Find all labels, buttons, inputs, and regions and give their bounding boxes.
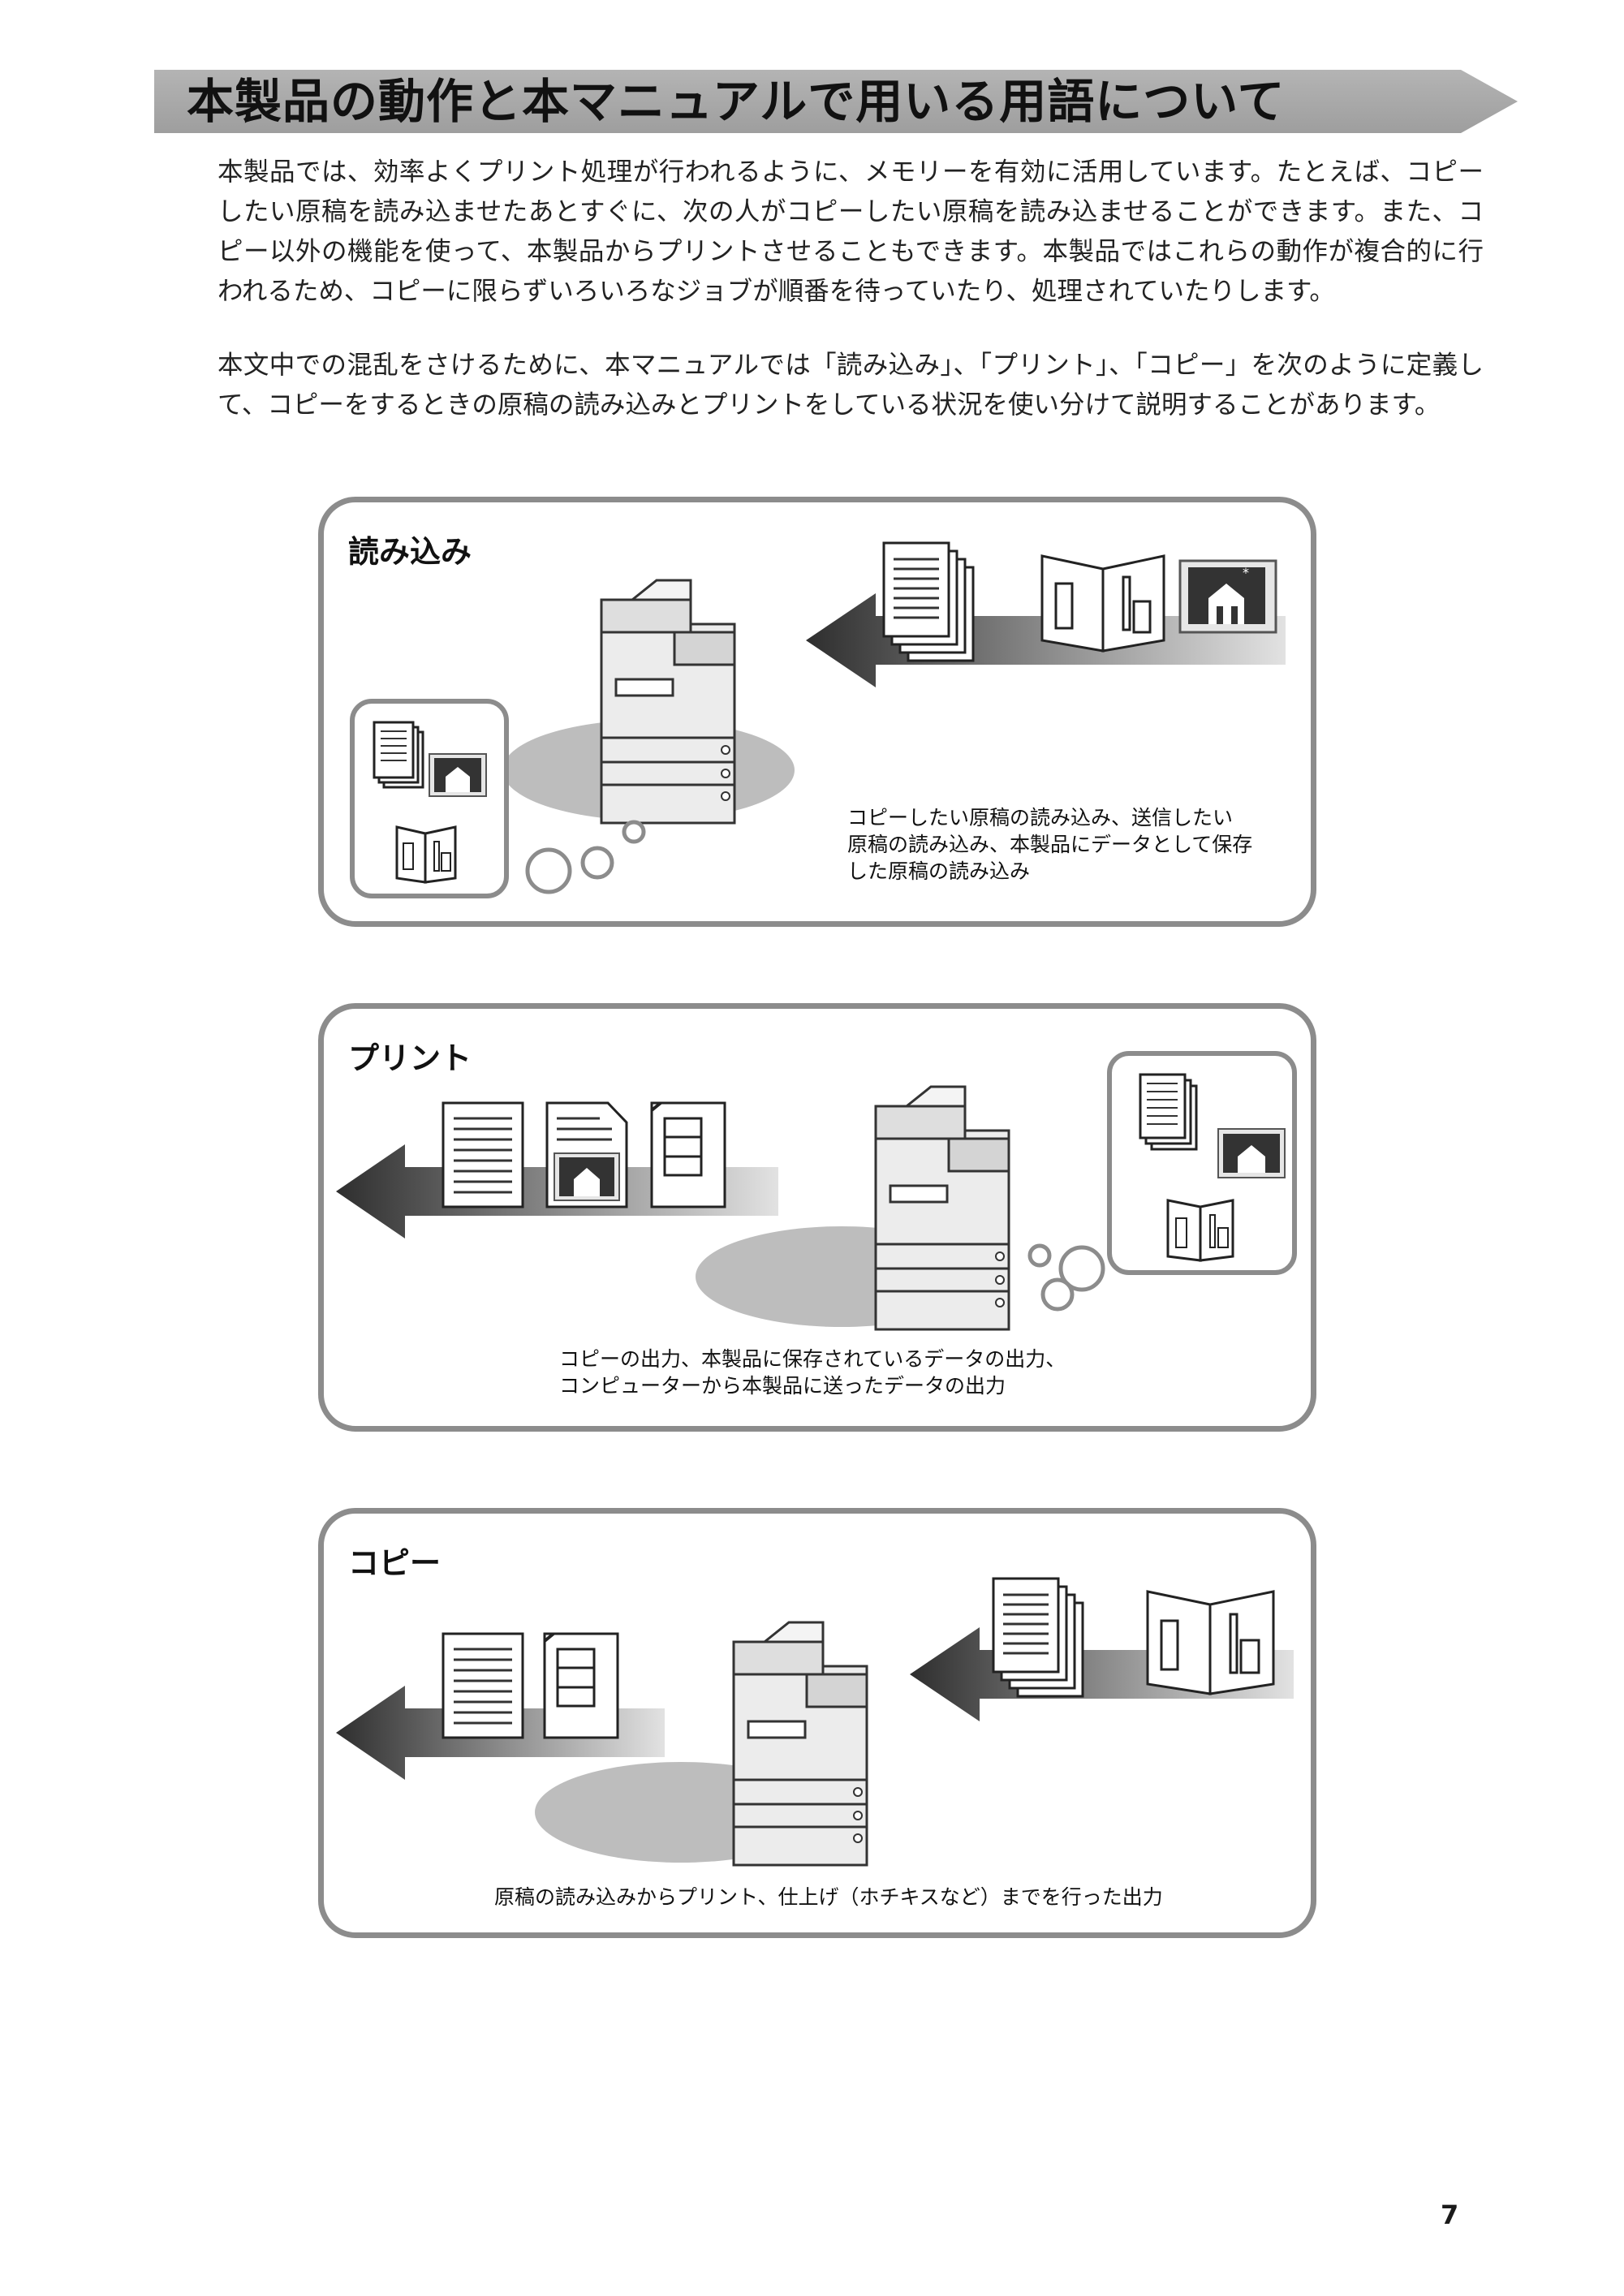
document-stack-icon [992, 1577, 1084, 1698]
read-caption: コピーしたい原稿の読み込み、送信したい 原稿の読み込み、本製品にデータとして保存… [847, 804, 1252, 885]
document-layout-icon [543, 1632, 619, 1739]
photo-icon: * [1178, 559, 1277, 634]
print-caption: コピーの出力、本製品に保存されているデータの出力、 コンピューターから本製品に送… [559, 1346, 1066, 1399]
copier-icon [874, 1085, 1010, 1331]
read-illustration: * [350, 541, 1286, 898]
section-title-bar: 本製品の動作と本マニュアルで用いる用語について [154, 70, 1518, 133]
document-layout-icon [650, 1101, 726, 1208]
print-caption-line: コピーの出力、本製品に保存されているデータの出力、 [559, 1347, 1066, 1371]
document-icon [442, 1632, 524, 1739]
open-book-icon [1146, 1590, 1275, 1695]
definition-paragraph: 本文中での混乱をさけるために、本マニュアルでは「読み込み」、「プリント」、「コピ… [218, 351, 1484, 420]
document-stack-icon [882, 541, 975, 662]
copy-caption-line: 原稿の読み込みからプリント、仕上げ（ホチキスなど）までを行った出力 [494, 1885, 1163, 1909]
print-caption-line: コンピューターから本製品に送ったデータの出力 [559, 1374, 1006, 1398]
panel-read: * [318, 497, 1316, 927]
thought-bubble-icon [350, 699, 646, 898]
panel-label-read: 読み込み [348, 534, 472, 570]
read-caption-line: 原稿の読み込み、本製品にデータとして保存 [847, 833, 1253, 856]
copier-icon [600, 579, 736, 825]
intro-paragraph: 本製品では、効率よくプリント処理が行われるように、メモリーを有効に活用しています… [218, 157, 1484, 306]
panel-label-copy: コピー [348, 1545, 442, 1581]
read-caption-line: コピーしたい原稿の読み込み、送信したい [847, 806, 1234, 829]
copier-icon [732, 1621, 868, 1867]
copy-illustration [336, 1577, 1294, 1867]
thought-bubble-icon [1027, 1051, 1297, 1312]
page-number: 7 [1441, 2199, 1459, 2230]
page-title: 本製品の動作と本マニュアルで用いる用語について [187, 74, 1286, 129]
document-photo-icon [545, 1101, 628, 1208]
read-caption-line: した原稿の読み込み [847, 859, 1031, 883]
panel-label-print: プリント [348, 1040, 472, 1076]
print-illustration [336, 1051, 1297, 1331]
title-banner-shape [154, 70, 1518, 133]
panel-copy: コピー 原稿の読み込みからプリント、仕上げ（ホチキスなど）までを行った出力 [318, 1508, 1316, 1938]
copy-caption: 原稿の読み込みからプリント、仕上げ（ホチキスなど）までを行った出力 [494, 1884, 1163, 1910]
panel-print: プリント コピーの出力、本製品に保存されているデータの出力、 コンピューターから… [318, 1003, 1316, 1432]
open-book-icon [1040, 554, 1165, 653]
document-icon [442, 1101, 524, 1208]
svg-text:*: * [1243, 565, 1249, 580]
